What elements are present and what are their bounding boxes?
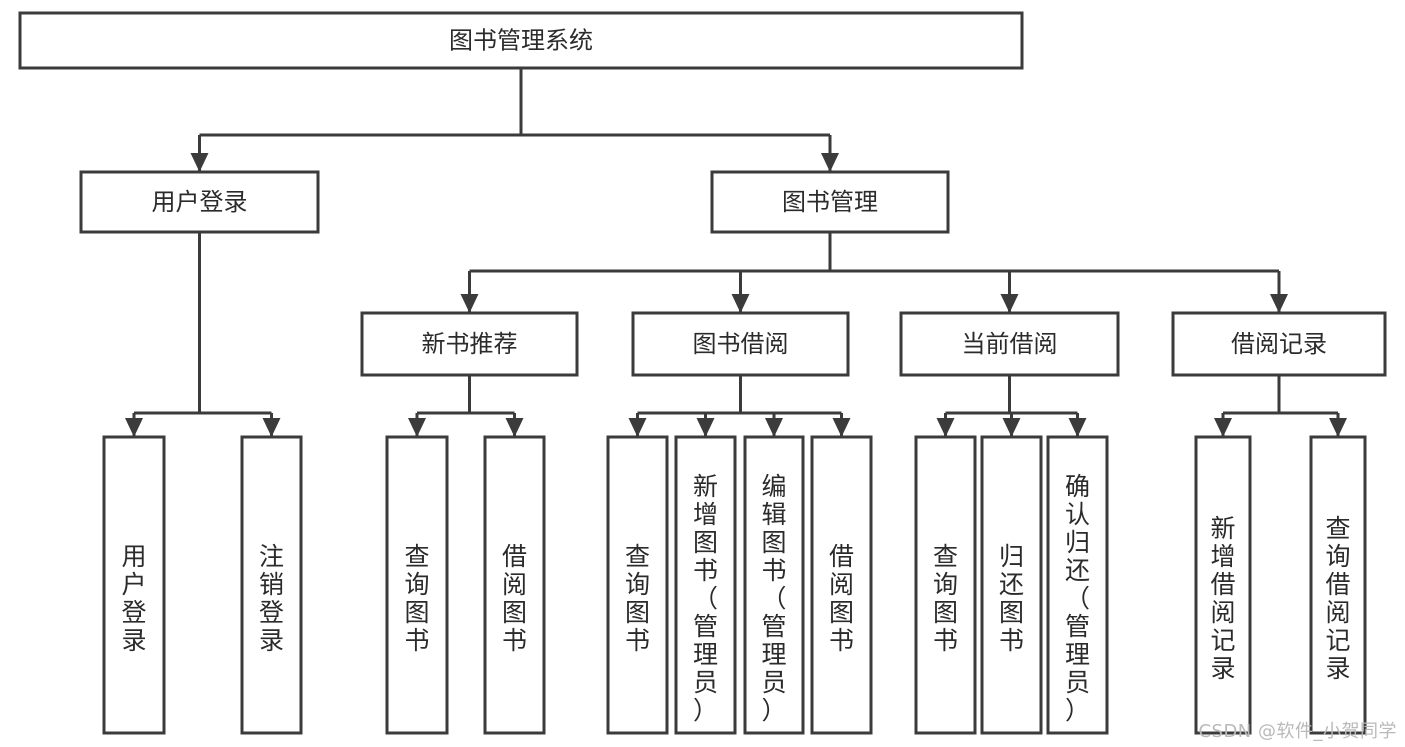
node-label: 确认归还（管理员） [1065, 472, 1090, 725]
node-box [483, 435, 546, 735]
node-label: 查询图书 [625, 542, 650, 655]
node-user-login[interactable]: 用户登录 [79, 170, 320, 234]
node-box [79, 170, 320, 234]
node-leaf-add-book[interactable]: 新增图书（管理员） [674, 435, 737, 735]
arrowhead-icon [460, 294, 479, 313]
arrowhead-icon [628, 418, 647, 437]
arrowhead-icon [1002, 418, 1021, 437]
node-box [914, 435, 977, 735]
node-label: 借阅记录 [1231, 330, 1327, 358]
node-leaf-add-record[interactable]: 新增借阅记录 [1194, 435, 1252, 735]
node-box [1194, 435, 1252, 735]
node-book-borrow[interactable]: 图书借阅 [631, 311, 850, 377]
node-leaf-return-book[interactable]: 归还图书 [980, 435, 1043, 735]
node-leaf-user-login[interactable]: 用户登录 [102, 435, 166, 735]
node-box [631, 311, 850, 377]
node-label: 借阅图书 [829, 542, 854, 655]
node-box [385, 435, 449, 735]
node-leaf-edit-book[interactable]: 编辑图书（管理员） [743, 435, 805, 735]
node-book-manage[interactable]: 图书管理 [710, 170, 950, 234]
arrowhead-icon [190, 153, 209, 172]
node-box [1171, 311, 1387, 377]
node-label: 用户登录 [152, 188, 248, 216]
node-label: 新增图书（管理员） [693, 472, 718, 725]
node-leaf-user-logout[interactable]: 注销登录 [240, 435, 303, 735]
node-label: 图书管理系统 [449, 27, 593, 55]
node-new-book-recommend[interactable]: 新书推荐 [360, 311, 579, 377]
arrowhead-icon [765, 418, 783, 437]
node-borrow-record[interactable]: 借阅记录 [1171, 311, 1387, 377]
node-label: 当前借阅 [962, 330, 1058, 358]
arrowhead-icon [1329, 418, 1347, 437]
node-box [899, 311, 1120, 377]
node-box [810, 435, 873, 735]
node-box [240, 435, 303, 735]
arrowhead-icon [1000, 294, 1019, 313]
node-label: 图书借阅 [693, 330, 789, 358]
arrowhead-icon [125, 418, 143, 437]
arrowhead-icon [821, 153, 839, 172]
node-current-borrow[interactable]: 当前借阅 [899, 311, 1120, 377]
node-box [674, 435, 737, 735]
node-label: 编辑图书（管理员） [761, 472, 786, 725]
node-leaf-query-book-1[interactable]: 查询图书 [385, 435, 449, 735]
node-box [1046, 435, 1109, 735]
node-leaf-query-book-3[interactable]: 查询图书 [914, 435, 977, 735]
node-label: 图书管理 [782, 188, 878, 216]
arrowhead-icon [936, 418, 955, 437]
node-label: 查询借阅记录 [1325, 514, 1350, 683]
arrowhead-icon [1214, 418, 1232, 437]
node-box [743, 435, 805, 735]
node-label: 用户登录 [121, 542, 146, 655]
node-label: 注销登录 [259, 542, 284, 655]
node-label: 新增借阅记录 [1210, 514, 1235, 683]
arrowhead-icon [731, 294, 750, 313]
arrowhead-icon [696, 418, 715, 437]
watermark-text: CSDN @软件_小贺同学 [1198, 721, 1397, 742]
arrowhead-icon [505, 418, 524, 437]
arrowhead-icon [832, 418, 851, 437]
node-leaf-borrow-book-2[interactable]: 借阅图书 [810, 435, 873, 735]
node-box [18, 11, 1024, 70]
node-box [360, 311, 579, 377]
node-root[interactable]: 图书管理系统 [18, 11, 1024, 70]
node-label: 新书推荐 [422, 330, 518, 358]
arrowhead-icon [408, 418, 426, 437]
node-box [1309, 435, 1367, 735]
node-box [710, 170, 950, 234]
node-label: 借阅图书 [502, 542, 527, 655]
node-box [102, 435, 166, 735]
node-label: 查询图书 [933, 542, 958, 655]
node-layer: 图书管理系统用户登录图书管理新书推荐图书借阅当前借阅借阅记录用户登录注销登录查询… [18, 11, 1387, 735]
node-leaf-query-book-2[interactable]: 查询图书 [606, 435, 669, 735]
connector-layer [125, 68, 1347, 437]
arrowhead-icon [1068, 418, 1087, 437]
arrowhead-icon [1270, 294, 1288, 313]
node-leaf-query-record[interactable]: 查询借阅记录 [1309, 435, 1367, 735]
node-box [980, 435, 1043, 735]
node-label: 查询图书 [404, 542, 429, 655]
node-box [606, 435, 669, 735]
arrowhead-icon [262, 418, 281, 437]
node-leaf-confirm-return[interactable]: 确认归还（管理员） [1046, 435, 1109, 735]
node-leaf-borrow-book-1[interactable]: 借阅图书 [483, 435, 546, 735]
node-label: 归还图书 [999, 542, 1024, 655]
